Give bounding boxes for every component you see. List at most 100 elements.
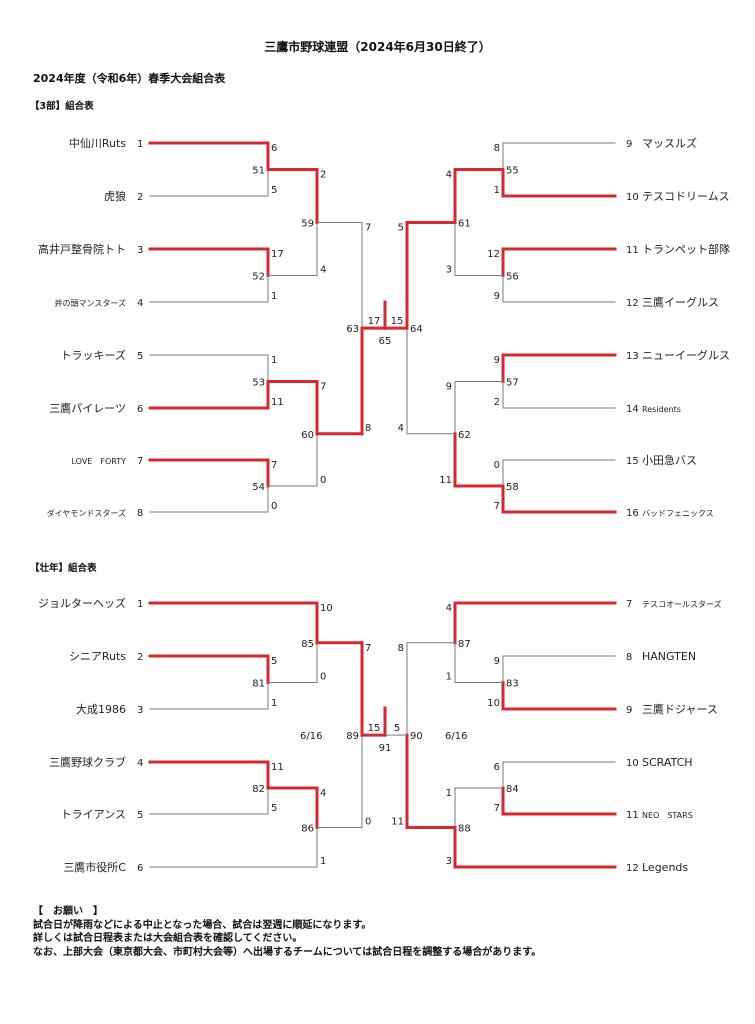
score-label: 59 (301, 219, 314, 230)
score-label: 11 (439, 475, 452, 486)
team-name: 高井戸整骨院トト (38, 242, 126, 256)
team-seed: 12 (626, 863, 639, 874)
score-label: 0 (494, 460, 500, 471)
team-seed: 3 (137, 245, 143, 256)
team-name: Legends (642, 861, 688, 874)
score-label: 87 (458, 639, 471, 650)
score-label: 61 (458, 219, 471, 230)
team-name: 三鷹野球クラブ (49, 755, 126, 769)
score-label: 3 (446, 856, 452, 867)
team-seed: 11 (626, 810, 639, 821)
score-label: 62 (458, 430, 471, 441)
team-seed: 2 (137, 192, 143, 203)
team-seed: 3 (137, 705, 143, 716)
team-seed: 12 (626, 298, 639, 309)
score-label: 5 (271, 803, 277, 814)
score-label: 10 (320, 603, 333, 614)
score-label: 5 (398, 223, 404, 234)
team-seed: 8 (626, 652, 632, 663)
score-label: 63 (346, 324, 359, 335)
team-seed: 9 (626, 139, 632, 150)
team-seed: 5 (137, 810, 143, 821)
score-label: 1 (494, 185, 500, 196)
score-label: 51 (252, 166, 265, 177)
score-label: 0 (320, 475, 326, 486)
score-label: 8 (398, 643, 404, 654)
score-label: 86 (301, 824, 314, 835)
team-name: 小田急バス (642, 453, 697, 467)
team-seed: 4 (137, 298, 143, 309)
team-name: バッドフェニックス (642, 509, 714, 518)
team-name: トライアンス (61, 808, 126, 821)
score-label: 17 (368, 316, 381, 327)
score-label: 10 (487, 698, 500, 709)
team-seed: 10 (626, 758, 639, 769)
score-label: 0 (365, 817, 371, 828)
score-label: 4 (398, 423, 404, 434)
team-seed: 5 (137, 351, 143, 362)
team-name: LOVE FORTY (71, 457, 126, 466)
score-label: 83 (506, 679, 519, 690)
team-name: NEO STARS (642, 811, 693, 820)
score-label: 9 (494, 355, 500, 366)
team-name: 三鷹市役所C (63, 860, 126, 874)
score-label: 3 (446, 265, 452, 276)
team-name: 大成1986 (76, 702, 126, 716)
team-seed: 8 (137, 508, 143, 519)
score-label: 7 (365, 643, 371, 654)
score-label: 64 (410, 324, 423, 335)
score-label: 65 (379, 336, 392, 347)
team-seed: 1 (137, 139, 143, 150)
score-label: 84 (506, 784, 519, 795)
team-name: トラッキーズ (61, 348, 126, 362)
score-label: 1 (446, 788, 452, 799)
score-label: 1 (271, 291, 277, 302)
score-label: 7 (494, 501, 500, 512)
team-name: テスコドリームス (642, 190, 730, 203)
score-label: 11 (391, 817, 404, 828)
score-label: 4 (320, 788, 326, 799)
team-name: 井の頭マンスターズ (55, 298, 126, 308)
score-label: 6 (271, 143, 277, 154)
team-name: トランペット部隊 (642, 242, 730, 256)
score-label: 8 (494, 143, 500, 154)
team-seed: 7 (626, 599, 632, 610)
team-name: 虎狼 (104, 189, 126, 203)
team-name: ジョルターヘッズ (38, 596, 126, 610)
score-label: 57 (506, 378, 519, 389)
score-label: 1 (320, 856, 326, 867)
team-seed: 7 (137, 456, 143, 467)
score-label: 12 (487, 249, 500, 260)
match-date: 6/16 (445, 731, 467, 742)
match-date: 6/16 (300, 731, 322, 742)
page-title: 三鷹市野球連盟（2024年6月30日終了） (264, 40, 491, 54)
team-name: Residents (642, 405, 681, 414)
score-label: 8 (365, 423, 371, 434)
score-label: 2 (494, 397, 500, 408)
score-label: 0 (271, 501, 277, 512)
score-label: 60 (301, 430, 314, 441)
team-seed: 11 (626, 245, 639, 256)
score-label: 82 (252, 784, 265, 795)
team-seed: 2 (137, 652, 143, 663)
team-seed: 6 (137, 863, 143, 874)
score-label: 85 (301, 639, 314, 650)
score-label: 6 (494, 762, 500, 773)
score-label: 9 (494, 656, 500, 667)
score-label: 9 (494, 291, 500, 302)
team-seed: 14 (626, 404, 639, 415)
team-name: テスコオールスターズ (642, 599, 722, 609)
team-seed: 9 (626, 705, 632, 716)
score-label: 1 (271, 698, 277, 709)
score-label: 15 (368, 723, 381, 734)
team-name: ダイヤモンドスターズ (47, 508, 126, 518)
notes-block: 【 お願い 】 試合日が降雨などによる中止となった場合、試合は翌週に順延になりま… (33, 905, 541, 959)
score-label: 81 (252, 679, 265, 690)
score-label: 7 (271, 460, 277, 471)
score-label: 56 (506, 272, 519, 283)
score-label: 15 (391, 316, 404, 327)
score-label: 9 (446, 382, 452, 393)
score-label: 17 (271, 249, 284, 260)
score-label: 52 (252, 272, 265, 283)
team-seed: 10 (626, 192, 639, 203)
